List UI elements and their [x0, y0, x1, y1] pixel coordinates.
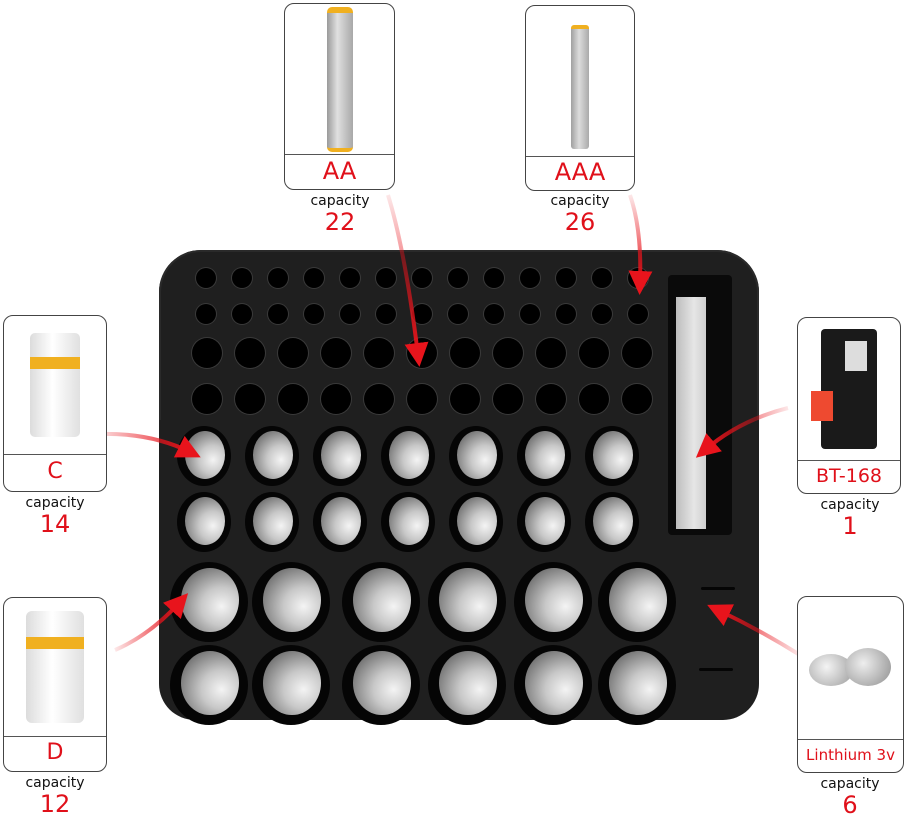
coin-cell-icon	[808, 648, 893, 688]
coin-cell-image	[798, 597, 903, 740]
bt168-label: BT-168	[815, 465, 883, 487]
d-capacity: capacity 12	[10, 775, 100, 817]
capacity-caption: capacity	[25, 775, 85, 791]
d-battery-icon	[26, 611, 84, 723]
d-battery-image	[4, 598, 106, 737]
capacity-caption: capacity	[310, 193, 370, 209]
aaa-battery-icon	[571, 25, 589, 149]
capacity-caption: capacity	[820, 776, 880, 792]
card-coin: Linthium 3v	[797, 596, 904, 773]
aaa-battery-image	[526, 6, 634, 157]
card-aa: AA	[284, 3, 395, 190]
aaa-capacity: capacity 26	[540, 193, 620, 235]
coin-label: Linthium 3v	[806, 746, 895, 764]
card-aaa: AAA	[525, 5, 635, 191]
capacity-value: 14	[39, 510, 71, 538]
d-label: D	[46, 740, 64, 765]
coin-capacity: capacity 6	[805, 776, 895, 818]
battery-tester-icon	[811, 329, 877, 449]
capacity-caption: capacity	[550, 193, 610, 209]
coin-slit	[699, 668, 733, 671]
capacity-caption: capacity	[820, 497, 880, 513]
aa-battery-image	[285, 4, 394, 155]
c-battery-image	[4, 316, 106, 455]
capacity-value: 1	[842, 512, 858, 540]
card-c: C	[3, 315, 107, 492]
aa-battery-icon	[326, 6, 353, 152]
capacity-value: 22	[324, 208, 356, 236]
aa-label: AA	[322, 157, 357, 185]
battery-tester-image	[798, 318, 900, 461]
c-label: C	[47, 459, 63, 484]
tester-slot-floor	[676, 297, 706, 529]
capacity-value: 6	[842, 791, 858, 819]
capacity-caption: capacity	[25, 495, 85, 511]
card-d: D	[3, 597, 107, 772]
bt168-capacity: capacity 1	[805, 497, 895, 539]
aaa-label: AAA	[554, 158, 606, 186]
c-battery-icon	[30, 333, 80, 437]
capacity-value: 12	[39, 790, 71, 818]
coin-slit	[701, 587, 735, 590]
card-bt168: BT-168	[797, 317, 901, 494]
c-capacity: capacity 14	[10, 495, 100, 537]
aa-capacity: capacity 22	[300, 193, 380, 235]
capacity-value: 26	[564, 208, 596, 236]
